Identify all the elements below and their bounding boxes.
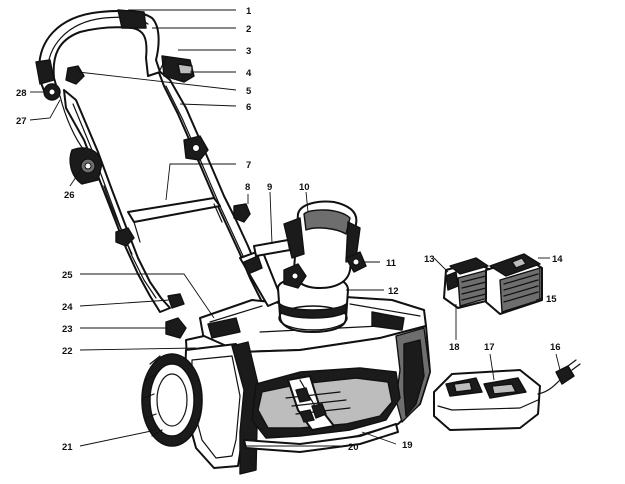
deck-vent-right	[371, 311, 405, 331]
leader-17	[489, 353, 495, 381]
part-label-22: 22	[62, 346, 73, 357]
handle-knob-upper-right	[65, 65, 85, 85]
chute-assembly	[253, 200, 367, 333]
cable	[59, 95, 133, 255]
bail-bar	[127, 197, 221, 223]
part-label-21: 21	[62, 442, 73, 453]
part-label-12: 12	[388, 286, 399, 297]
part-label-4: 4	[246, 68, 252, 79]
chute-base-ring	[279, 303, 347, 319]
chute-rod	[253, 239, 291, 257]
leader-5	[77, 71, 237, 91]
handle-assembly	[35, 9, 271, 313]
part-label-23: 23	[62, 324, 73, 335]
leader-6	[179, 103, 237, 107]
part-label-8: 8	[245, 182, 250, 193]
frame-knob	[165, 317, 187, 339]
leader-7	[165, 163, 236, 201]
chute-knob	[283, 263, 307, 289]
cord-clip	[167, 293, 185, 309]
leader-10	[305, 191, 309, 213]
leader-22	[79, 347, 197, 351]
battery-pack	[443, 257, 491, 309]
chute-interior	[303, 209, 351, 235]
part-label-25: 25	[62, 270, 73, 281]
wheel	[141, 353, 203, 447]
part-label-5: 5	[246, 86, 252, 97]
part-label-9: 9	[267, 182, 272, 193]
left-handle-rail	[63, 89, 171, 313]
handle-grip	[38, 9, 161, 97]
frame-knob-left	[115, 227, 135, 247]
scraper-bar	[243, 423, 399, 453]
part-label-24: 24	[62, 302, 73, 313]
leader-9	[269, 191, 273, 245]
part-label-19: 19	[402, 440, 413, 451]
charger	[433, 369, 541, 431]
leader-13	[433, 257, 449, 273]
handle-grip-band-2	[35, 59, 55, 85]
handle-knob-upper-left	[43, 83, 61, 101]
leader-25	[80, 273, 215, 319]
right-handle-rail-shade	[165, 85, 257, 283]
part-label-2: 2	[246, 24, 251, 35]
leader-27	[29, 99, 61, 121]
leader-16	[555, 353, 561, 371]
switch-box	[159, 55, 195, 83]
part-label-18: 18	[449, 342, 460, 353]
part-label-27: 27	[16, 116, 27, 127]
deck-vent-left	[207, 317, 241, 339]
part-label-11: 11	[386, 258, 397, 269]
lower-handle-bracket-shade	[243, 255, 263, 275]
leader-21	[79, 429, 157, 447]
auger	[257, 375, 393, 431]
leader-26	[69, 167, 83, 187]
part-label-3: 3	[246, 46, 251, 57]
chute-deflector	[283, 217, 305, 259]
adjustment-knob	[233, 203, 251, 223]
chute-base-rim	[278, 305, 348, 331]
part-label-7: 7	[246, 160, 251, 171]
part-label-17: 17	[484, 342, 495, 353]
snow-thrower-body	[141, 249, 431, 475]
battery-pack-2	[485, 253, 543, 315]
handle-adjust-knob	[69, 147, 103, 185]
part-label-16: 16	[550, 342, 561, 353]
part-label-6: 6	[246, 102, 251, 113]
part-label-13: 13	[424, 254, 435, 265]
part-label-15: 15	[546, 294, 557, 305]
leader-15	[535, 297, 543, 301]
handle-grip-band	[117, 9, 147, 29]
part-numbers: 1 2 3 4 5 6 7 8 9 10 11 12 13 14 15 16 1…	[16, 6, 563, 453]
leader-24	[79, 299, 171, 307]
chute-lock	[345, 251, 367, 273]
bail-bar-arm	[133, 203, 223, 243]
leader-lines	[29, 9, 561, 447]
part-label-10: 10	[299, 182, 310, 193]
part-label-1: 1	[246, 6, 252, 17]
part-label-20: 20	[348, 442, 359, 453]
part-label-28: 28	[16, 88, 27, 99]
part-label-26: 26	[64, 190, 75, 201]
handle-knob-mid-right	[183, 135, 209, 161]
part-label-14: 14	[552, 254, 563, 265]
power-cord	[537, 359, 581, 395]
leader-19	[361, 431, 397, 445]
right-side-cover	[403, 339, 425, 417]
